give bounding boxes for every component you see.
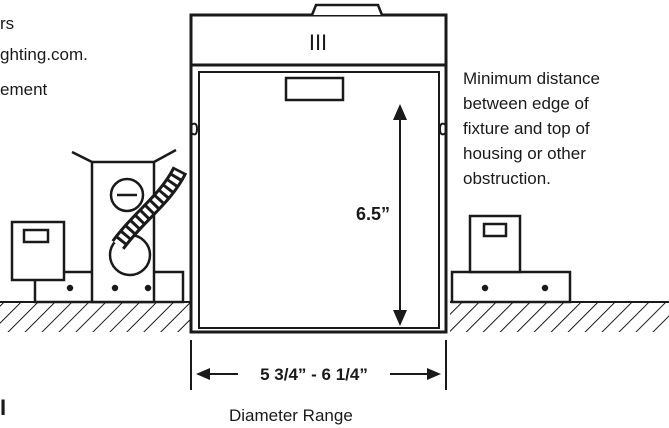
left-text-line-1: rs <box>0 14 15 33</box>
right-junction-box <box>450 214 572 304</box>
left-junction-box <box>10 148 185 304</box>
clearance-note-line-3: fixture and top of <box>463 119 590 138</box>
housing-label: III <box>309 30 327 55</box>
clearance-note-line-5: obstruction. <box>463 169 551 188</box>
recessed-can <box>189 63 448 334</box>
diameter-range-caption: Diameter Range <box>229 406 353 425</box>
bottom-text-fragment: I <box>0 395 7 420</box>
left-text-line-2: ghting.com. <box>0 45 88 64</box>
clearance-note-line-1: Minimum distance <box>463 69 600 88</box>
clearance-note-line-2: between edge of <box>463 94 589 113</box>
clearance-note-line-4: housing or other <box>463 144 586 163</box>
height-dimension: 6.5” <box>356 104 407 326</box>
left-text-line-3: ement <box>0 80 48 99</box>
diameter-dimension: 5 3/4” - 6 1/4” <box>190 340 447 390</box>
flex-conduit <box>111 166 188 250</box>
housing-top <box>189 3 448 67</box>
height-dimension-label: 6.5” <box>356 204 390 224</box>
diameter-dimension-label: 5 3/4” - 6 1/4” <box>260 365 368 384</box>
